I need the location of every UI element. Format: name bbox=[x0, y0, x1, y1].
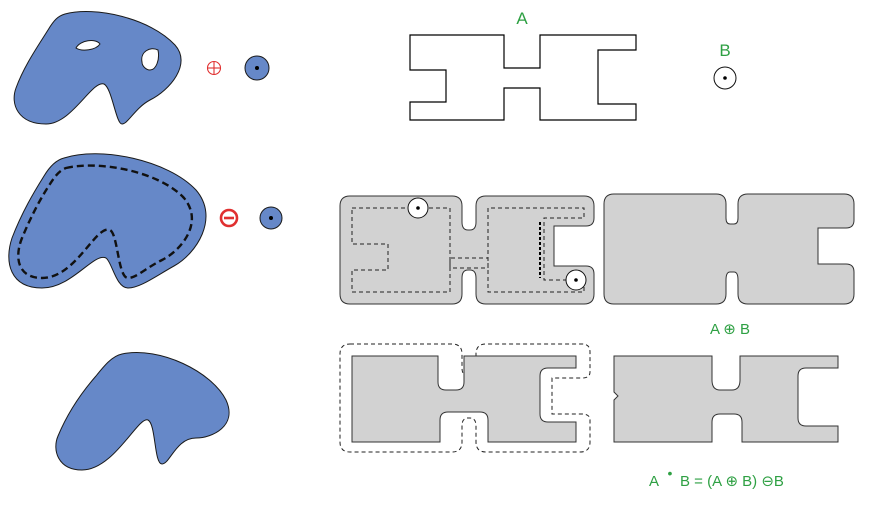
closing-result-shape bbox=[613, 355, 839, 443]
dilation-result-shape bbox=[603, 193, 855, 305]
blob-original bbox=[13, 11, 182, 125]
blob-closed bbox=[55, 352, 230, 471]
blob-dilated bbox=[8, 153, 207, 289]
set-b-label: B bbox=[719, 41, 730, 60]
erosion-operator-icon bbox=[219, 208, 239, 228]
set-b-disk bbox=[713, 66, 737, 90]
set-a-label: A bbox=[516, 9, 528, 28]
closing-formula-lhs: A bbox=[649, 473, 659, 490]
closing-formula-rhs: B = (A ⊕ B) ⊖B bbox=[680, 473, 784, 490]
closing-formula: A • B = (A ⊕ B) ⊖B bbox=[649, 465, 784, 490]
closing-operator: • bbox=[668, 465, 673, 481]
dilation-label: A ⊕ B bbox=[710, 321, 750, 338]
erosion-construction bbox=[339, 343, 591, 453]
structuring-disk-row2 bbox=[259, 206, 283, 230]
dilation-operator-icon bbox=[206, 60, 222, 76]
structuring-disk-row1 bbox=[244, 55, 270, 81]
dilation-construction bbox=[339, 195, 595, 305]
set-a-shape bbox=[409, 34, 637, 121]
